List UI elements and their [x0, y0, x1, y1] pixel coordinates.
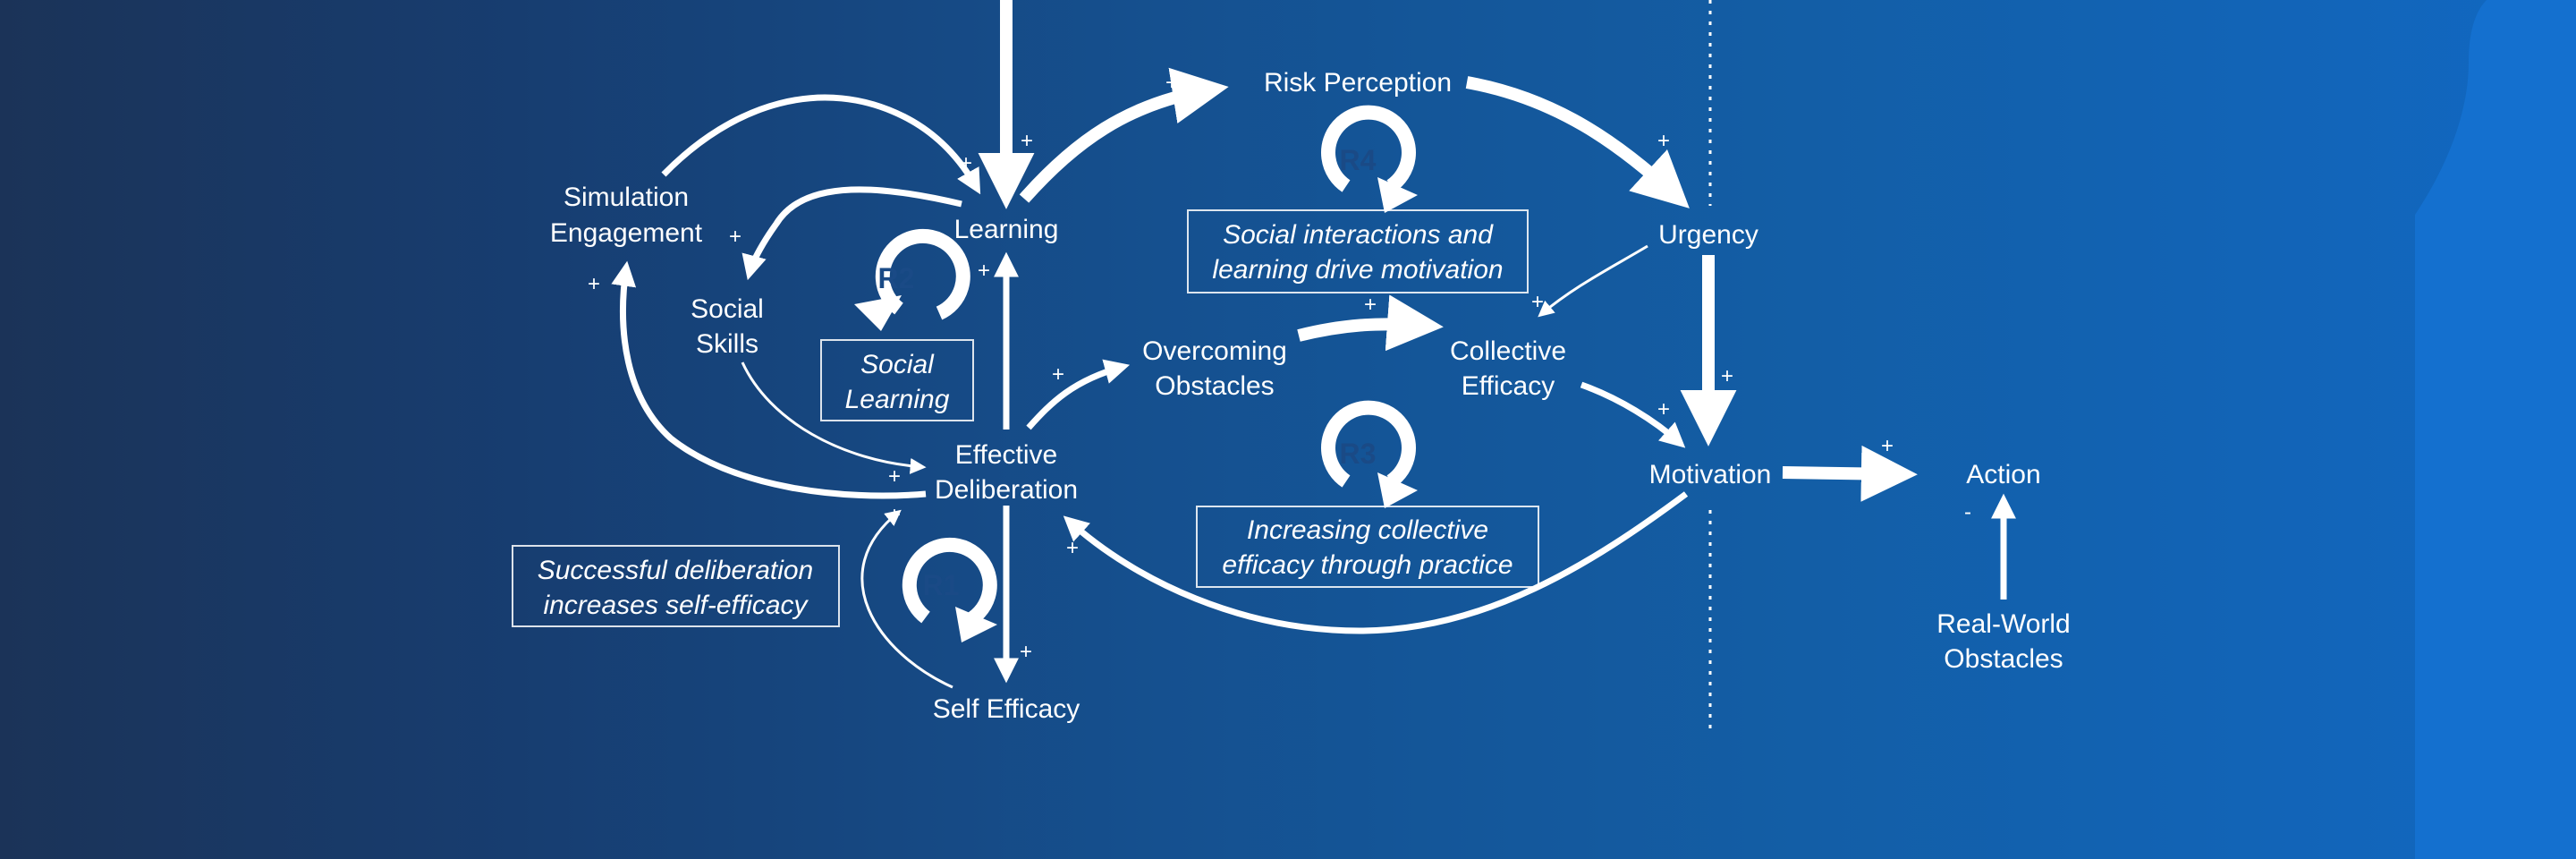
- svg-text:Obstacles: Obstacles: [1155, 371, 1274, 401]
- node-collective-efficacy: Collective Efficacy: [1450, 336, 1566, 401]
- sign-plus: +: [1052, 362, 1064, 387]
- sign-plus: +: [1657, 129, 1670, 153]
- svg-text:Social: Social: [860, 350, 935, 379]
- sign-plus: +: [588, 272, 600, 296]
- right-edge-panel: [2415, 0, 2576, 859]
- node-action: Action: [1966, 460, 2040, 489]
- sign-plus: +: [978, 259, 990, 283]
- sign-plus: +: [1066, 536, 1079, 560]
- svg-text:Social: Social: [691, 294, 764, 324]
- node-learning: Learning: [954, 215, 1059, 244]
- loop-r1-label: R1: [923, 569, 960, 601]
- svg-text:Obstacles: Obstacles: [1944, 644, 2063, 674]
- arrow-learning-to-risk-perception: [1019, 67, 1229, 203]
- node-simulation-engagement: Simulation Engagement: [550, 183, 703, 248]
- loop-r1: R1: [902, 537, 997, 642]
- sign-plus: +: [1721, 364, 1733, 388]
- sign-plus: +: [1657, 397, 1670, 421]
- svg-text:Real-World: Real-World: [1936, 609, 2071, 639]
- svg-text:Effective: Effective: [955, 440, 1058, 470]
- node-overcoming-obstacles: Overcoming Obstacles: [1142, 336, 1287, 401]
- node-risk-perception: Risk Perception: [1264, 68, 1452, 98]
- arrow-risk-perception-to-urgency: [1465, 76, 1690, 208]
- svg-text:Simulation: Simulation: [564, 183, 689, 212]
- sign-plus: +: [729, 225, 741, 249]
- loop-r4-label: R4: [1340, 144, 1377, 176]
- sign-plus: +: [1531, 290, 1544, 314]
- node-self-efficacy: Self Efficacy: [933, 694, 1080, 724]
- svg-text:Skills: Skills: [696, 329, 758, 359]
- arrow-motivation-to-action: [1782, 445, 1918, 502]
- sign-plus: +: [1881, 434, 1894, 458]
- arrow-motivation-to-deliberation: [1063, 491, 1689, 634]
- arrow-collective-to-motivation: [1580, 381, 1686, 448]
- node-motivation: Motivation: [1649, 460, 1772, 489]
- svg-text:Engagement: Engagement: [550, 218, 703, 248]
- svg-text:Deliberation: Deliberation: [935, 475, 1078, 505]
- svg-text:Efficacy: Efficacy: [1462, 371, 1555, 401]
- sign-plus: +: [960, 151, 972, 175]
- svg-text:learning drive motivation: learning drive motivation: [1212, 255, 1503, 285]
- loop-r4: R4: [1321, 105, 1418, 213]
- arrow-deliberation-to-overcoming: [1026, 359, 1131, 430]
- annotation-social-interactions: Social interactions and learning drive m…: [1187, 209, 1529, 293]
- svg-text:Increasing collective: Increasing collective: [1247, 515, 1488, 545]
- annotation-successful-deliberation: Successful deliberation increases self-e…: [512, 545, 840, 627]
- arrow-urgency-to-collective-efficacy: [1538, 244, 1648, 318]
- svg-text:Overcoming: Overcoming: [1142, 336, 1287, 366]
- sign-plus: +: [888, 503, 901, 527]
- arrow-self-efficacy-to-deliberation: [860, 509, 953, 689]
- sign-plus: +: [888, 464, 901, 489]
- node-social-skills: Social Skills: [691, 294, 764, 359]
- svg-text:efficacy through practice: efficacy through practice: [1222, 550, 1513, 580]
- node-effective-deliberation: Effective Deliberation: [935, 440, 1078, 505]
- svg-text:Collective: Collective: [1450, 336, 1566, 366]
- loop-r2: R2: [854, 228, 970, 331]
- node-real-world-obstacles: Real-World Obstacles: [1936, 609, 2071, 674]
- arrow-learning-to-social-skills: [741, 186, 962, 281]
- arrow-deliberation-to-simulation: [611, 260, 927, 499]
- svg-text:Learning: Learning: [845, 385, 950, 414]
- arrow-overcoming-to-collective: [1297, 294, 1444, 352]
- svg-text:Social interactions and: Social interactions and: [1223, 220, 1494, 250]
- sign-minus: -: [1964, 500, 1971, 524]
- svg-text:increases self-efficacy: increases self-efficacy: [543, 591, 809, 620]
- arrow-simulation-to-learning: [661, 94, 981, 195]
- node-urgency: Urgency: [1658, 220, 1758, 250]
- sign-plus: +: [1364, 293, 1377, 317]
- loop-r3: R3: [1321, 400, 1418, 508]
- sign-plus: +: [1021, 129, 1033, 153]
- sign-plus: +: [1165, 71, 1178, 95]
- annotation-collective-efficacy-practice: Increasing collective efficacy through p…: [1196, 506, 1539, 588]
- loop-r2-label: R2: [878, 262, 915, 294]
- svg-text:Successful deliberation: Successful deliberation: [538, 556, 814, 585]
- arrow-social-skills-to-deliberation: [741, 361, 927, 474]
- sign-plus: +: [1020, 640, 1032, 664]
- annotation-social-learning: Social Learning: [820, 339, 974, 421]
- loop-r3-label: R3: [1340, 438, 1377, 470]
